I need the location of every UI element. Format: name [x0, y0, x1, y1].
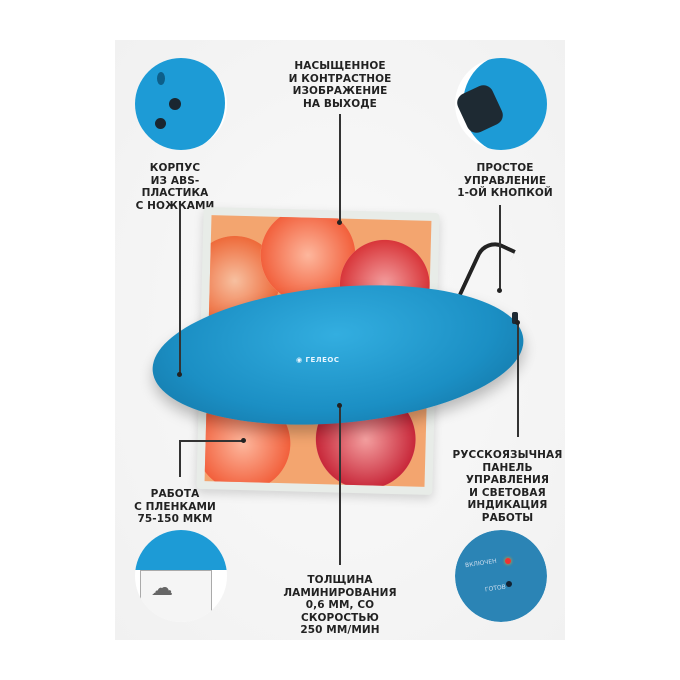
leader-dot — [337, 403, 342, 408]
leader-dot — [515, 320, 520, 325]
leader-line — [179, 205, 181, 375]
caption-output-quality: НАСЫЩЕННОЕ И КОНТРАСТНОЕ ИЗОБРАЖЕНИЕ НА … — [288, 60, 392, 110]
power-button — [512, 312, 518, 324]
leader-line — [339, 405, 341, 565]
thumb-film: ☁ — [135, 530, 227, 622]
on-led-icon — [505, 558, 511, 564]
caption-panel: РУССКОЯЗЫЧНАЯ ПАНЕЛЬ УПРАВЛЕНИЯ И СВЕТОВ… — [452, 449, 563, 524]
leader-dot — [337, 220, 342, 225]
caption-thickness: ТОЛЩИНА ЛАМИНИРОВАНИЯ 0,6 ММ, СО СКОРОСТ… — [283, 574, 397, 636]
thumb-button — [455, 58, 547, 150]
leader-dot — [241, 438, 246, 443]
caption-control: ПРОСТОЕ УПРАВЛЕНИЕ 1-ОЙ КНОПКОЙ — [457, 162, 553, 199]
leader-line — [179, 440, 243, 442]
leader-dot — [177, 372, 182, 377]
caption-body: КОРПУС ИЗ ABS-ПЛАСТИКА С НОЖКАМИ — [135, 162, 215, 212]
logo-icon: ◉ — [296, 356, 306, 364]
leader-line — [339, 114, 341, 222]
caption-films: РАБОТА С ПЛЕНКАМИ 75-150 МКМ — [134, 488, 216, 525]
thumb-panel: ВКЛЮЧЕН ГОТОВ — [455, 530, 547, 622]
thumb-feet — [135, 58, 227, 150]
brand-logo: ◉ ГЕЛЕОС — [296, 356, 339, 364]
leader-line — [179, 440, 181, 477]
leader-dot — [497, 288, 502, 293]
logo-text: ГЕЛЕОС — [305, 356, 340, 364]
leader-line — [499, 205, 501, 290]
ready-led-icon — [506, 581, 512, 587]
leader-line — [517, 322, 519, 437]
